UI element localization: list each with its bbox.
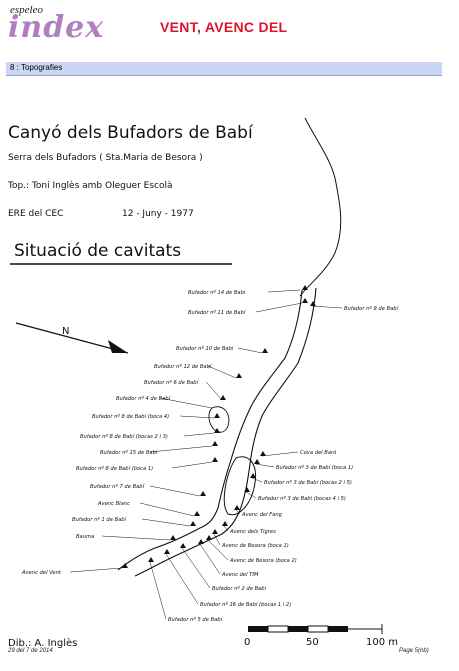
label-bufador-6: Bufador nº 6 de Babí [144,379,200,386]
footer-page-number: Page 5(nb) [399,648,429,654]
north-arrow: N [15,322,129,354]
label-avenc-dels-tigres: Avenc dels Tigres [229,529,276,535]
label-bufador-14: Bufador nº 14 de Babí [188,289,247,296]
label-bufador-3-bocas-2-5: Bufador nº 3 de Babí (bocas 2 i 5) [264,479,352,486]
label-bufador-2: Bufador nº 2 de Babí [212,585,268,592]
logo-small-text: espeleo [10,4,43,16]
label-bufador-8-boca-1: Bufador nº 8 de Babí (boca 1) [76,465,153,472]
scale-bar: 0 50 100 m [244,624,398,648]
label-bufador-8-boca-4: Bufador nº 8 de Babí (boca 4) [92,413,169,420]
label-bufador-10: Bufador nº 10 de Babí [176,345,235,352]
scale-label-100: 100 m [366,637,398,648]
label-bufador-11: Bufador nº 11 de Babí [188,309,247,316]
label-bufador-4: Bufador nº 4 de Babí [116,395,172,402]
footer-date: 29 del 7 de 2014 [8,648,53,654]
label-bufador-3-bocas-4-5: Bufador nº 3 de Babí (bocas 4 i 5) [258,495,346,502]
label-bufador-5: Bufador nº 5 de Babí [168,616,224,623]
label-bufador-8-bocas-2-3: Bufador nº 8 de Babí (bocas 2 i 3) [80,433,168,440]
logo-big-text: index [8,10,105,45]
label-avenc-besora-2: Avenc de Besora (boca 2) [229,558,297,564]
label-bufador-1: Bufador nº 1 de Babí [72,516,128,523]
drawn-by: Dib.: A. Inglès [8,637,77,649]
canyon-outer-wall [117,289,303,571]
map-title: Canyó dels Bufadors de Babí [8,123,254,143]
label-bufador-7: Bufador nº 7 de Babí [90,483,146,490]
section-bar: 8 : Topografies [6,62,442,76]
label-bufador-12: Bufador nº 12 de Babí [154,363,213,370]
label-avenc-blanc: Avenc Blanc [97,501,130,507]
espeleo-index-logo: espeleo index [8,4,108,45]
label-bufador-3-boca-1: Bufador nº 3 de Babí (boca 1) [276,464,353,471]
label-bufador-15: Bufador nº 15 de Babí [100,449,159,456]
section-label: 8 : Topografies [10,63,63,72]
map-group: ERE del CEC [8,209,63,219]
map-topographers: Top.: Toni Inglès amb Oleguer Escolà [7,180,172,191]
label-avenc-besora-1: Avenc de Besora (boca 1) [221,543,289,549]
document-title: VENT, AVENC DEL [160,19,288,35]
leader-lines [69,289,343,620]
canyon-central-island [223,456,257,516]
label-bufador-16: Bufador nº 16 de Babí (bocas 1 i 2) [200,601,291,608]
scale-label-50: 50 [306,637,319,648]
canyon-inner-wall [134,287,317,577]
survey-map: Canyó dels Bufadors de Babí Serra dels B… [7,117,400,649]
map-situacio-title: Situació de cavitats [14,241,181,261]
map-date: 12 - Juny - 1977 [122,209,194,219]
scale-label-0: 0 [244,637,250,648]
ridge-contour [299,117,342,297]
label-bauma: Bauma [76,534,94,540]
north-label: N [62,326,69,337]
label-bufador-9: Bufador nº 9 de Babí [344,305,400,312]
map-subtitle: Serra dels Bufadors ( Sta.Maria de Besor… [8,153,203,163]
label-avenc-del-fang: Avenc del Fang [241,512,283,518]
label-cova-del-baro: Cova del Baró [300,449,336,456]
label-avenc-del-vent: Avenc del Vent [21,570,62,576]
cave-mouth-markers [122,285,316,568]
canyon-side-loop [208,406,230,433]
label-avenc-del-tim: Avenc del TIM [221,572,259,578]
